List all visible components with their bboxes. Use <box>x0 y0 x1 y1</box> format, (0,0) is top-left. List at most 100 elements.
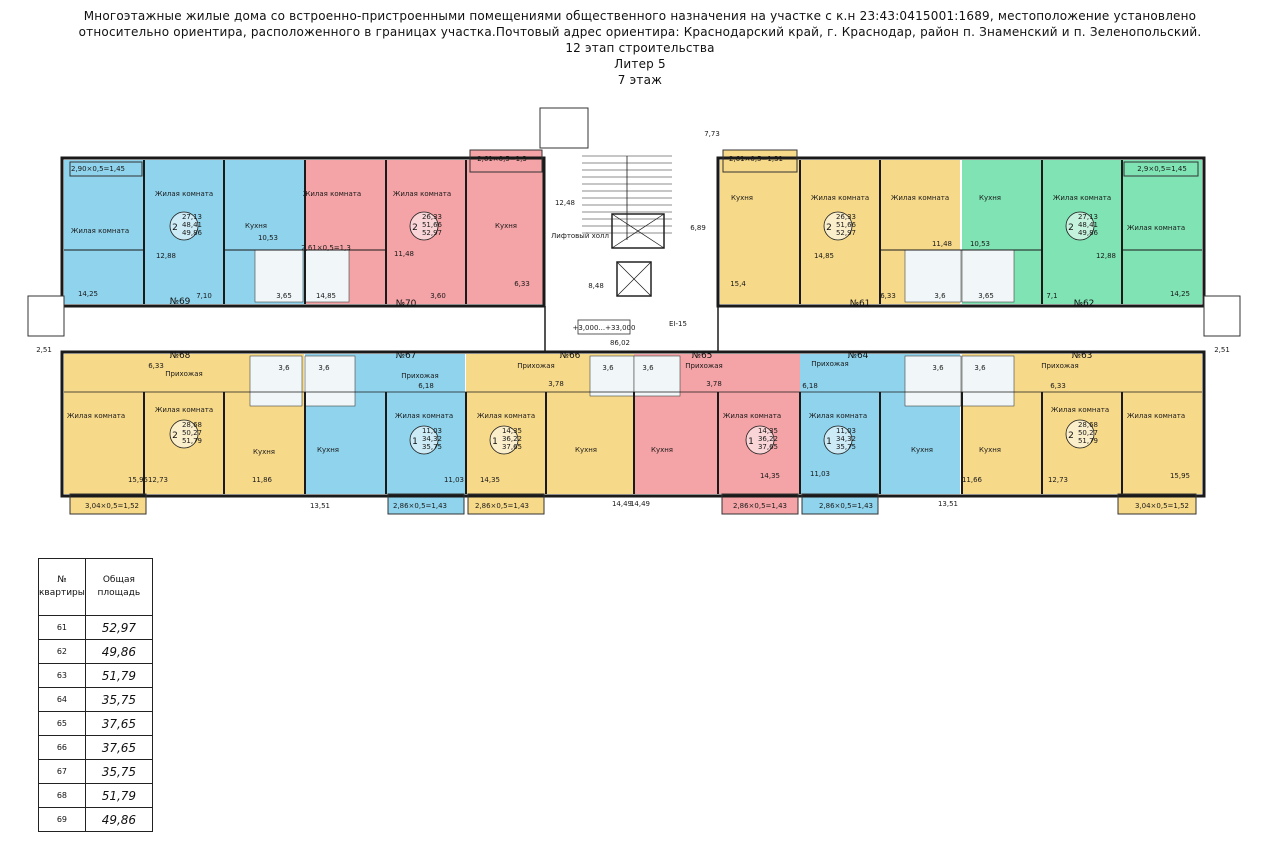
apartment-room-count: 2 <box>1068 223 1074 233</box>
apartment-room-count: 2 <box>172 431 178 441</box>
header-line-3: 12 этап строительства <box>565 41 715 55</box>
room-area-label: 15,4 <box>730 280 746 288</box>
room-name-label: Кухня <box>731 194 753 202</box>
room-area-label: 6,33 <box>148 362 164 370</box>
apartment-total-area: 51,79 <box>182 437 202 445</box>
area-table-total-area: 51,79 <box>84 783 153 808</box>
apartment-area-without-balcony: 50,27 <box>182 429 202 437</box>
apartment-room-count: 1 <box>748 437 754 447</box>
bathroom <box>304 249 350 303</box>
room-area-label: 14,49 <box>630 500 650 508</box>
apartment-room-count: 1 <box>412 437 418 447</box>
side-dimension-right: 2,51 <box>1214 346 1230 354</box>
room-name-label: Прихожая <box>685 362 723 370</box>
apartment-number: №64 <box>848 351 869 361</box>
header-line-5: 7 этаж <box>617 73 663 87</box>
room-area-label: 14,85 <box>316 292 336 300</box>
room-area-label: 7,1 <box>1046 292 1057 300</box>
room-name-label: Жилая комната <box>155 190 213 198</box>
elevation-box <box>577 319 631 335</box>
area-table-apartment-no: 69 <box>38 807 86 832</box>
apartment-room-count: 2 <box>1068 431 1074 441</box>
room-name-label: Жилая комната <box>67 412 125 420</box>
apartment-number: №69 <box>170 297 191 307</box>
apartment-total-area: 49,86 <box>1078 229 1099 237</box>
room-name-label: Прихожая <box>517 362 555 370</box>
apartment-living-area: 28,68 <box>182 421 202 429</box>
balcony-outline <box>1123 161 1199 177</box>
apartment-number: №66 <box>560 351 581 361</box>
room-area-label: 14,25 <box>78 290 98 298</box>
apartment-number: №67 <box>396 351 417 361</box>
room-area-label: 12,73 <box>1048 476 1068 484</box>
room-area-label: 14,35 <box>480 476 500 484</box>
outer-wall <box>716 156 1206 308</box>
area-table-total-area: 49,86 <box>84 639 153 664</box>
room-area-label: 10,53 <box>970 240 990 248</box>
corridor-end <box>1203 295 1241 337</box>
room-area-label: 11,03 <box>810 470 830 478</box>
room-area-label: 12,73 <box>148 476 168 484</box>
balcony <box>1118 494 1196 514</box>
apartment-number: №63 <box>1072 351 1093 361</box>
area-table-total-area: 35,75 <box>84 687 153 712</box>
balcony-outline <box>722 149 798 173</box>
room-area-label: 3,65 <box>978 292 994 300</box>
apartment-room-count: 2 <box>412 223 418 233</box>
room-name-label: Кухня <box>979 194 1001 202</box>
room-name-label: Жилая комната <box>809 412 867 420</box>
area-table-apartment-no: 67 <box>38 759 86 784</box>
apartment-living-area: 14,35 <box>758 427 778 435</box>
bathroom <box>904 249 962 303</box>
side-dimension-left: 2,51 <box>36 346 52 354</box>
room-name-label: Кухня <box>317 446 339 454</box>
apartment-living-area: 14,35 <box>502 427 522 435</box>
room-area-label: 3,78 <box>548 380 564 388</box>
apartment-living-area: 28,68 <box>1078 421 1098 429</box>
room-name-label: Жилая комната <box>1051 406 1109 414</box>
room-area-label: 11,86 <box>252 476 273 484</box>
room-area-label: 3,6 <box>318 364 330 372</box>
room-area-label: 15,95 <box>1170 472 1190 480</box>
area-table-apartment-no: 66 <box>38 735 86 760</box>
room-name-label: Прихожая <box>811 360 849 368</box>
apartment-area-badge <box>823 211 853 241</box>
balcony-outline <box>387 493 465 515</box>
area-table-apartment-no: 63 <box>38 663 86 688</box>
lift-hall-label: Лифтовый холл <box>551 232 609 240</box>
balcony <box>388 494 464 514</box>
bathroom <box>961 249 1015 303</box>
room-name-label: Жилая комната <box>71 227 129 235</box>
room-area-label: 11,03 <box>444 476 464 484</box>
room-area-label: 3,65 <box>276 292 292 300</box>
apartment-area-badge <box>409 425 439 455</box>
corridor-end <box>27 295 65 337</box>
apartment-living-area: 27,13 <box>1078 213 1098 221</box>
lift-cross <box>616 261 652 297</box>
room-area-label: 2,61×0,5=1,3 <box>477 155 527 163</box>
apartment-area-without-balcony: 48,41 <box>182 221 202 229</box>
room-name-label: Жилая комната <box>891 194 949 202</box>
bathroom <box>254 249 304 303</box>
room-name-label: Кухня <box>651 446 673 454</box>
apartment-area-without-balcony: 34,32 <box>836 435 856 443</box>
room-name-label: Кухня <box>245 222 267 230</box>
room-area-label: 13,51 <box>310 502 330 510</box>
balcony <box>70 494 146 514</box>
room-area-label: 3,04×0,5=1,52 <box>85 502 139 510</box>
fire-rating-label: EI-15 <box>669 320 687 328</box>
balcony <box>468 494 544 514</box>
apartment-number: №65 <box>692 351 713 361</box>
lift-cross <box>611 213 665 249</box>
apartment-area-without-balcony: 36,22 <box>502 435 522 443</box>
apartment-number: №61 <box>850 299 871 309</box>
outer-wall <box>60 156 546 308</box>
room-area-label: 12,88 <box>156 252 176 260</box>
room-area-label: 3,78 <box>706 380 722 388</box>
apartment-area-badge <box>1065 211 1095 241</box>
apartment-total-area: 52,97 <box>422 229 442 237</box>
area-table-header-area: Общая площадь <box>84 558 153 616</box>
balcony <box>1124 162 1198 176</box>
hall-area-label: 8,48 <box>588 282 604 290</box>
